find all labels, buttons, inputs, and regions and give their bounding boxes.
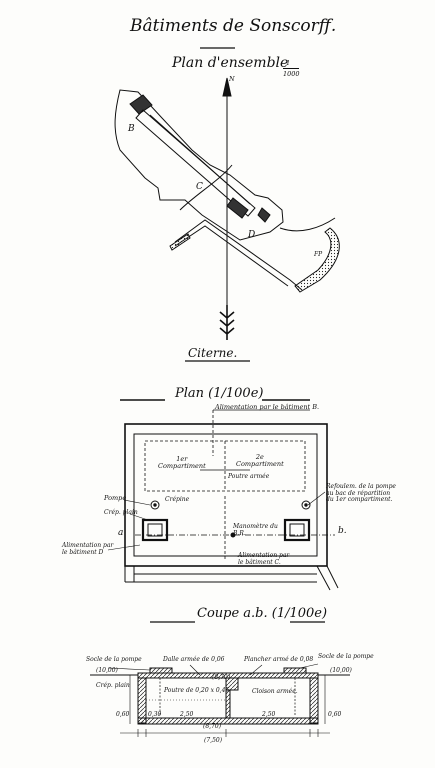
manometer-icon	[230, 532, 236, 538]
compartment-2-label: 2e Compartiment	[236, 453, 284, 468]
manometer-label: Manomètre du B.R.	[233, 523, 278, 537]
road-hatch	[169, 233, 191, 251]
dim-sub-elev: (8,70)	[203, 723, 222, 730]
wall-right	[309, 677, 319, 724]
section-beam-label: Poutre de 0,20 x 0,45	[164, 687, 230, 694]
plan-drawing	[107, 399, 339, 591]
site-plan	[114, 77, 340, 340]
north-arrow-icon	[222, 77, 232, 97]
pump-icon-right	[301, 500, 311, 510]
scale-denominator: 1000	[283, 70, 300, 78]
crep-plain-label: Crép. plain	[104, 509, 138, 516]
section-title: Coupe a.b. (1/100e)	[197, 606, 328, 621]
citerne-caption: Citerne.	[188, 346, 238, 360]
dim-wall: 0,30	[148, 711, 162, 718]
dim-right: 0,60	[328, 711, 342, 718]
dim-comp2: 2,50	[262, 711, 276, 718]
section-drawing	[90, 621, 350, 737]
socle-left-label: Socle de la pompe	[86, 656, 142, 663]
sheet-title: Bâtiments de Sonscorff.	[130, 16, 337, 36]
label-building-c: C	[196, 182, 203, 192]
building-b	[129, 94, 153, 115]
scale-numerator: 1	[286, 59, 291, 67]
tank-inner	[133, 433, 318, 557]
tank-outer	[124, 423, 328, 567]
north-label: N	[229, 75, 235, 83]
point-b-label: b.	[338, 526, 347, 536]
compartment-1-label: 1er Compartiment	[158, 455, 206, 470]
supply-b-label: Alimentation par le bâtiment B.	[215, 403, 320, 411]
supply-c-label: Alimentation par le bâtiment C.	[238, 552, 290, 566]
dim-comp1: 2,50	[180, 711, 194, 718]
socle-right-label: Socle de la pompe	[318, 653, 374, 660]
pump-icon-left	[150, 500, 160, 510]
section-crep-label: Crép. plain	[96, 682, 130, 689]
floor-slab	[137, 717, 319, 725]
label-building-b: B	[128, 124, 135, 134]
elev-right-label: (10,00)	[330, 667, 352, 674]
scale-bar	[283, 68, 299, 69]
pump-square-right	[283, 518, 311, 542]
point-a-label: a	[118, 528, 124, 538]
pump-label: Pompe	[104, 494, 127, 502]
strainer-label: Crépine	[165, 496, 190, 503]
partition-label: Cloison armée.	[252, 688, 298, 695]
cistern-mark: FP	[314, 251, 323, 258]
slab-label: Dalle armée de 0,06	[163, 656, 225, 663]
arrow-feather-icon	[219, 305, 235, 340]
elev-left-label: (10,00)	[96, 667, 118, 674]
floor-label: Plancher armé de 0,08	[244, 656, 314, 663]
terrain-outline	[114, 89, 284, 241]
pump-square-left	[141, 518, 169, 542]
supply-d-label: Alimentation par le bâtiment D	[62, 542, 114, 556]
beam	[225, 677, 239, 691]
site-plan-title: Plan d'ensemble	[172, 55, 289, 71]
building-strip	[135, 109, 256, 217]
wall-left	[137, 677, 147, 724]
building-d	[226, 197, 249, 219]
dim-left: 0,60	[116, 711, 130, 718]
plan-title: Plan (1/100e)	[175, 386, 264, 401]
refoulement-label: Refoulem. de la pompe au bac de répartit…	[326, 483, 396, 503]
beam-label: Poutre armée	[228, 473, 270, 480]
label-building-d: D	[248, 230, 256, 240]
elev-mid-label: (8,70)	[212, 674, 231, 681]
road-left	[174, 219, 303, 291]
dim-base-elev: (7,50)	[204, 737, 223, 744]
